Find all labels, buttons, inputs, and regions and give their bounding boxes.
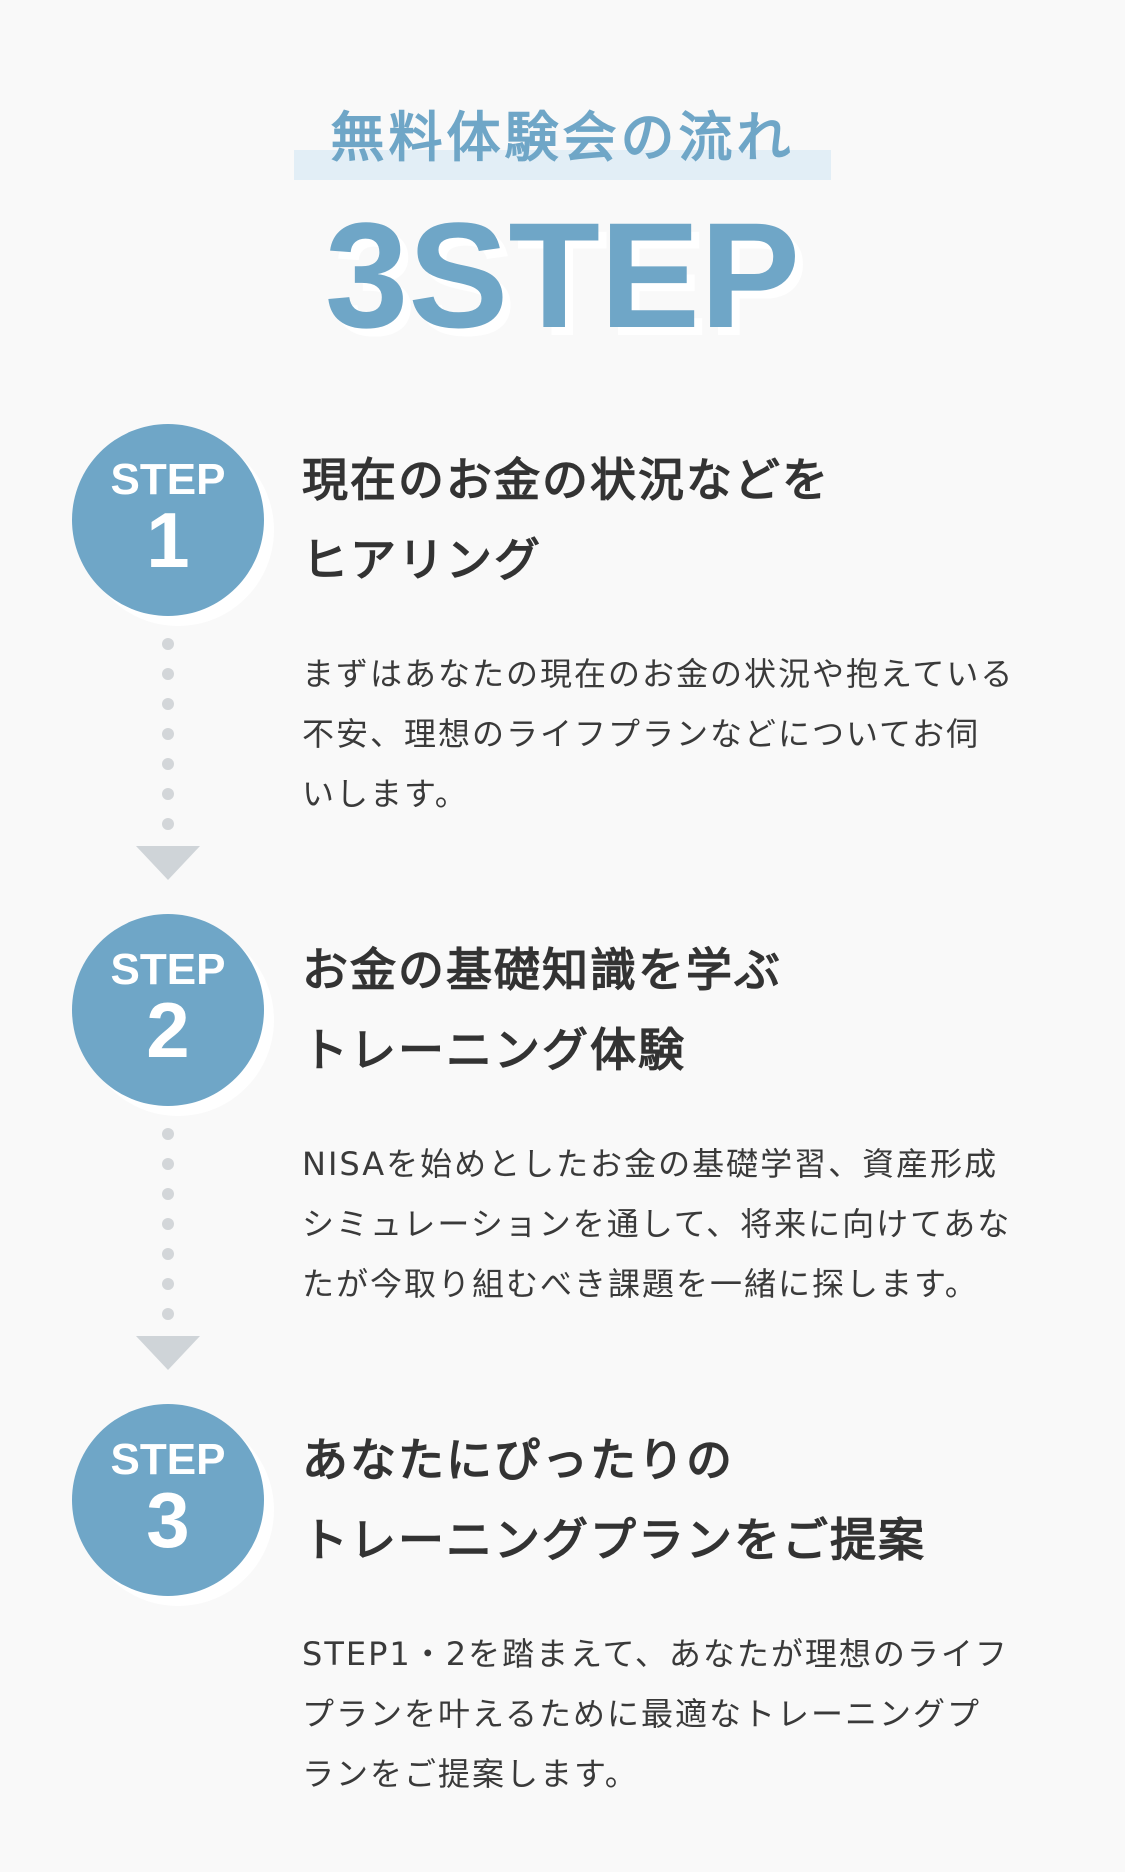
- step-1-badge: STEP 1: [72, 424, 264, 616]
- section-subtitle: 無料体験会の流れ: [330, 106, 795, 169]
- connector-dot: [162, 758, 174, 770]
- heading-line: お金の基礎知識を学ぶ: [302, 943, 782, 997]
- connector-dot: [162, 1128, 174, 1140]
- heading-line: トレーニングプランをご提案: [302, 1513, 926, 1567]
- heading-line: 現在のお金の状況などを: [302, 453, 830, 507]
- connector-dot: [162, 638, 174, 650]
- step-connector-2: [162, 1128, 174, 1338]
- step-1-heading: 現在のお金の状況などを ヒアリング: [302, 440, 1082, 600]
- step-badge-number: 2: [146, 986, 190, 1074]
- heading-line: ヒアリング: [302, 533, 542, 587]
- section-title: 3STEP: [324, 191, 801, 359]
- step-2-heading: お金の基礎知識を学ぶ トレーニング体験: [302, 930, 1082, 1090]
- connector-dot: [162, 1188, 174, 1200]
- body-line: プランを叶えるために最適なトレーニングプ: [302, 1695, 982, 1733]
- heading-line: トレーニング体験: [302, 1023, 686, 1077]
- step-connector-1: [162, 638, 174, 848]
- connector-dot: [162, 818, 174, 830]
- step-3-badge: STEP 3: [72, 1404, 264, 1596]
- step-3-description: STEP1・2を踏まえて、あなたが理想のライフ プランを叶えるために最適なトレー…: [302, 1624, 1062, 1804]
- connector-dot: [162, 1278, 174, 1290]
- connector-dot: [162, 728, 174, 740]
- step-badge-number: 1: [146, 496, 190, 584]
- connector-dot: [162, 1308, 174, 1320]
- step-2-badge: STEP 2: [72, 914, 264, 1106]
- arrow-down-icon: [136, 846, 200, 880]
- step-3-heading: あなたにぴったりの トレーニングプランをご提案: [302, 1420, 1082, 1580]
- step-badge-label: STEP: [110, 455, 226, 504]
- body-line: STEP1・2を踏まえて、あなたが理想のライフ: [302, 1635, 1009, 1673]
- connector-dot: [162, 698, 174, 710]
- body-line: まずはあなたの現在のお金の状況や抱えている: [302, 655, 1015, 693]
- connector-dot: [162, 668, 174, 680]
- arrow-down-icon: [136, 1336, 200, 1370]
- title-highlight-band: [294, 150, 831, 180]
- body-line: シミュレーションを通して、将来に向けてあな: [302, 1205, 1012, 1243]
- body-line: NISAを始めとしたお金の基礎学習、資産形成: [302, 1145, 999, 1183]
- body-line: たが今取り組むべき課題を一緒に探します。: [302, 1265, 979, 1303]
- step-1-description: まずはあなたの現在のお金の状況や抱えている 不安、理想のライフプランなどについて…: [302, 644, 1062, 824]
- body-line: ランをご提案します。: [302, 1755, 639, 1793]
- heading-line: あなたにぴったりの: [302, 1433, 734, 1487]
- connector-dot: [162, 788, 174, 800]
- step-badge-label: STEP: [110, 945, 226, 994]
- step-badge-label: STEP: [110, 1435, 226, 1484]
- body-line: 不安、理想のライフプランなどについてお伺: [302, 715, 981, 753]
- step-2-description: NISAを始めとしたお金の基礎学習、資産形成 シミュレーションを通して、将来に向…: [302, 1134, 1062, 1314]
- step-badge-number: 3: [146, 1476, 190, 1564]
- body-line: いします。: [302, 775, 469, 813]
- connector-dot: [162, 1248, 174, 1260]
- connector-dot: [162, 1158, 174, 1170]
- connector-dot: [162, 1218, 174, 1230]
